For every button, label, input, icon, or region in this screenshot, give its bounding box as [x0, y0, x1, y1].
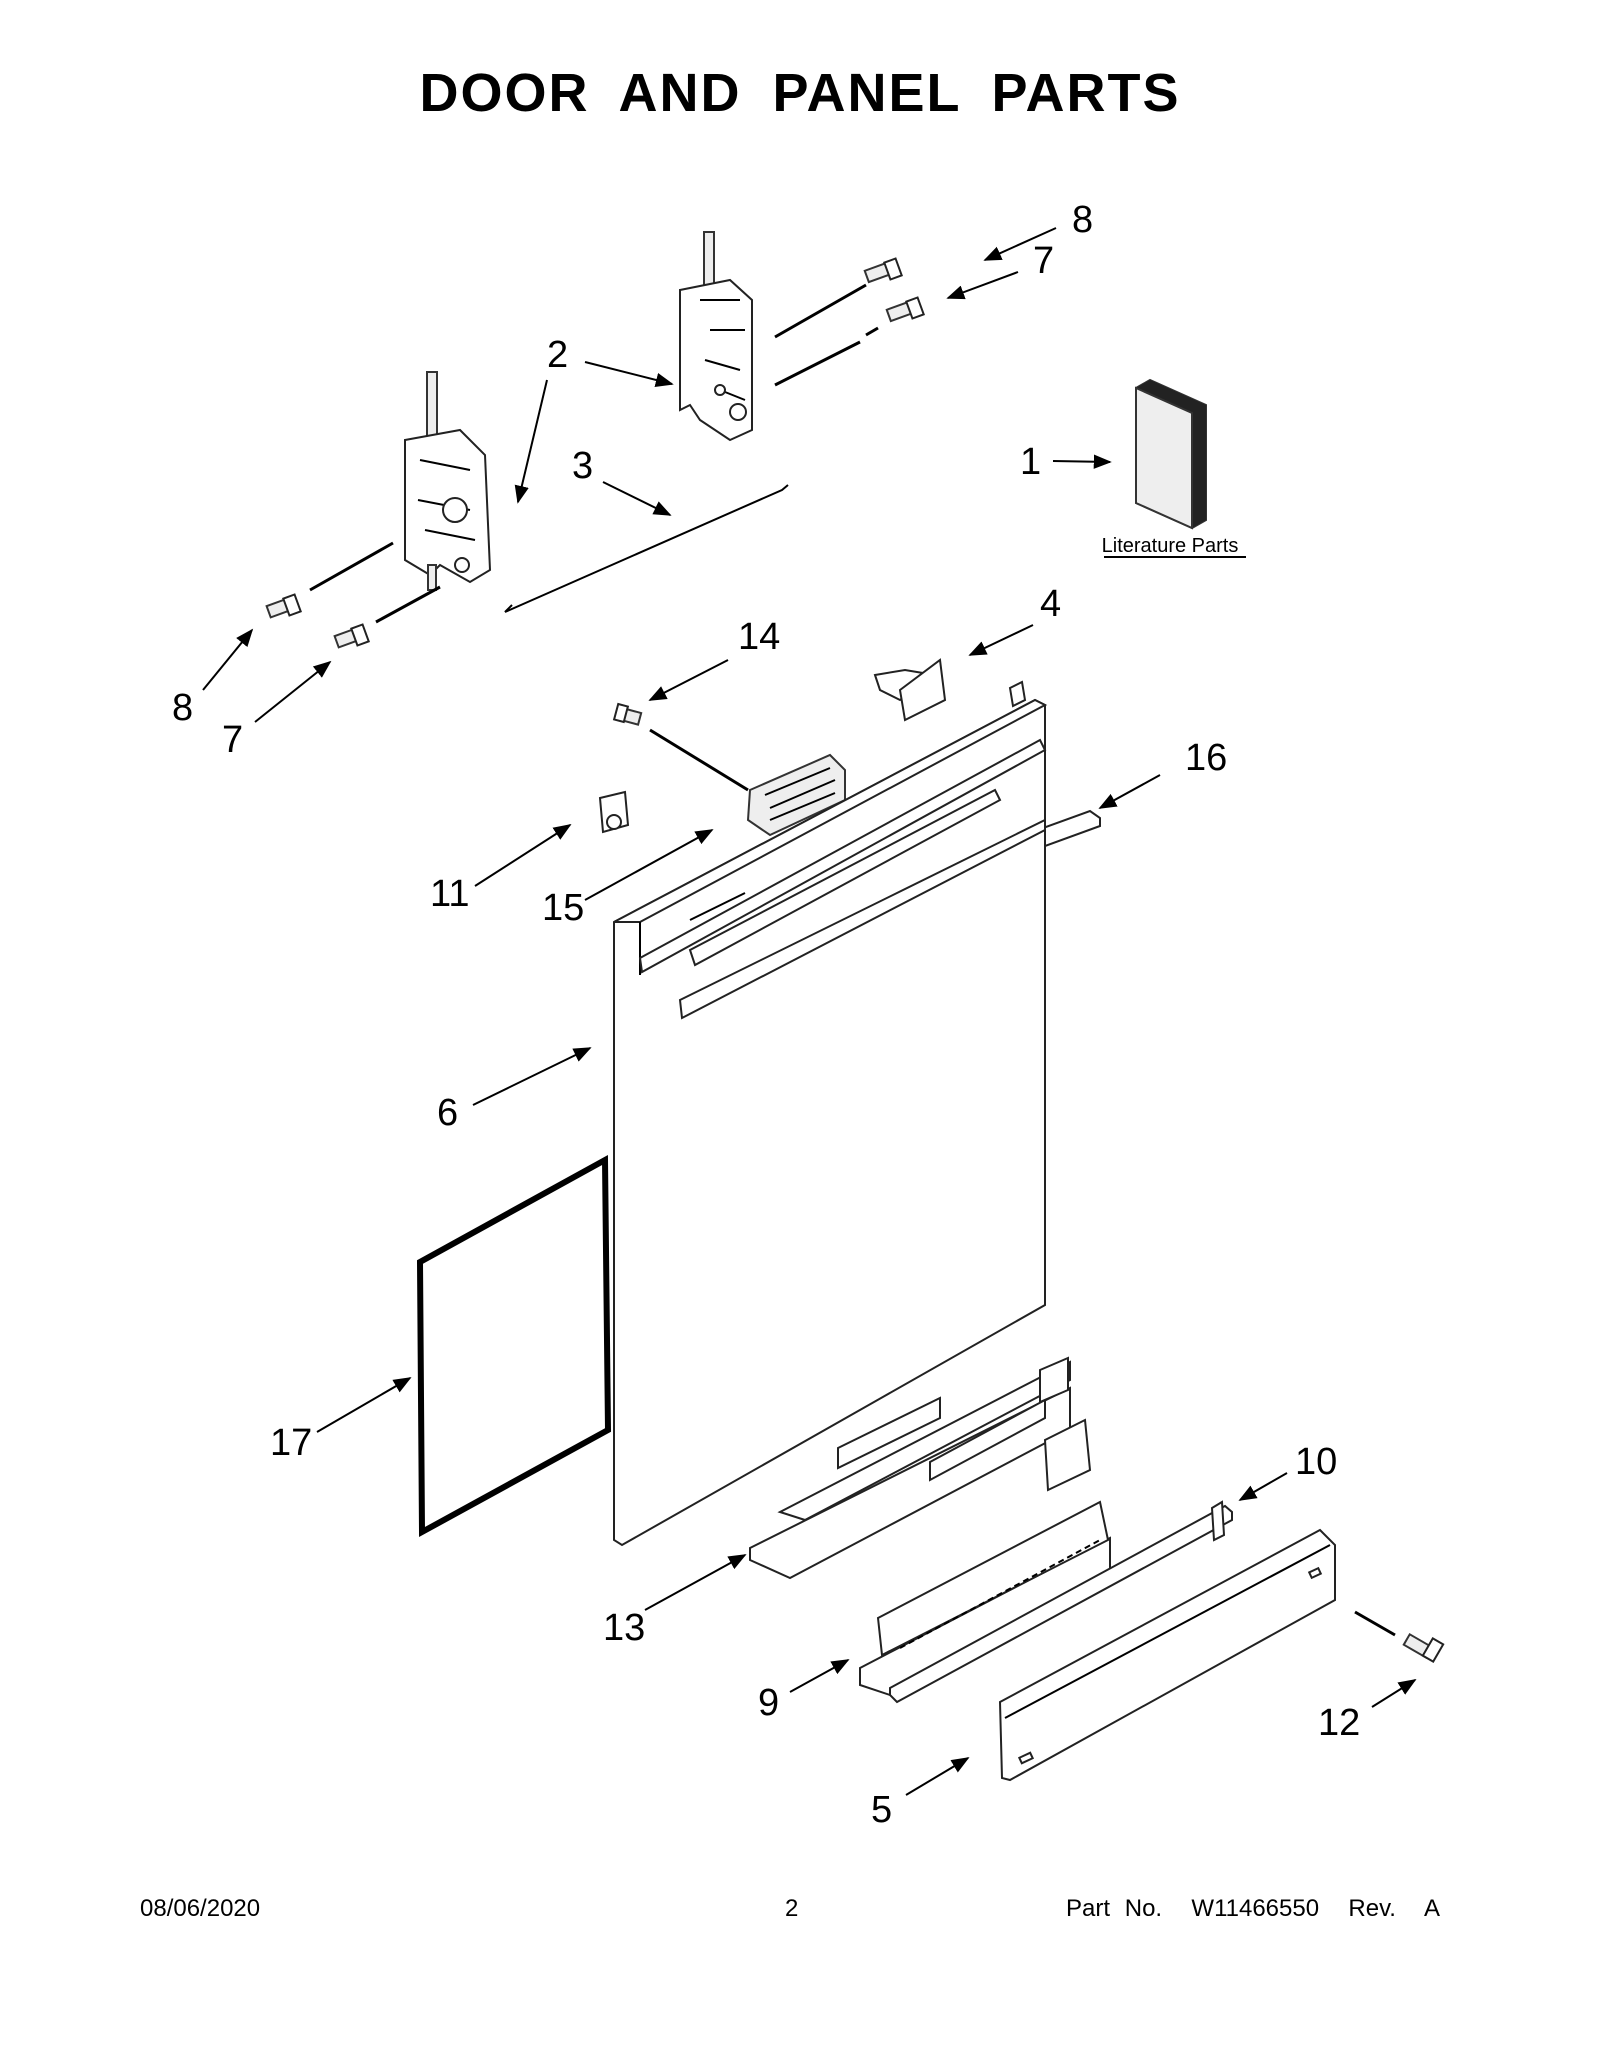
toe-kick-bracket [998, 1528, 1336, 1782]
callout-9: 9 [758, 1682, 779, 1724]
callout-7-top: 7 [1033, 240, 1054, 282]
door-rod [504, 484, 789, 613]
hinge-left [404, 371, 492, 591]
footer-page-number: 2 [785, 1895, 799, 1922]
callout-1: 1 [1020, 441, 1041, 483]
insulation-block-lower [859, 1418, 1111, 1697]
callout-5: 5 [871, 1789, 892, 1831]
callout-13: 13 [603, 1607, 645, 1649]
callout-2: 2 [547, 334, 568, 376]
callout-14: 14 [738, 616, 780, 658]
callout-16: 16 [1185, 737, 1227, 779]
leader-arrows [202, 227, 1417, 1796]
callout-17: 17 [270, 1422, 312, 1464]
callout-8-top: 8 [1072, 199, 1093, 241]
door-switch [598, 790, 630, 834]
callout-15: 15 [542, 887, 584, 929]
inner-panel-gasket [416, 1154, 612, 1538]
callout-3: 3 [572, 445, 593, 487]
screw-8-left [265, 593, 302, 619]
assembly-lines [309, 283, 1396, 1637]
callout-10: 10 [1295, 1441, 1337, 1483]
screw-14 [612, 702, 643, 726]
footer-date: 08/06/2020 [140, 1895, 261, 1922]
latch-bracket [873, 658, 947, 722]
literature-label: Literature Parts [1102, 535, 1239, 557]
insulation-block-upper [749, 1356, 1071, 1580]
callout-11: 11 [430, 873, 469, 915]
outer-door-panel [613, 680, 1048, 1547]
callout-12: 12 [1318, 1702, 1360, 1744]
bottom-strip [889, 1504, 1233, 1704]
screw-8-top [863, 257, 903, 284]
literature-book [1135, 378, 1207, 530]
screw-12 [1402, 1632, 1445, 1664]
page-title: DOOR AND PANEL PARTS [419, 63, 1181, 123]
callout-7-left: 7 [222, 719, 243, 761]
hinge-right [679, 231, 753, 442]
callout-6: 6 [437, 1092, 458, 1134]
screw-7-left [333, 623, 370, 649]
callout-8-left: 8 [172, 687, 193, 729]
footer-part-number: Part No. W11466550 Rev. A [1066, 1895, 1440, 1922]
screw-7-top [885, 296, 925, 323]
callout-4: 4 [1040, 583, 1061, 625]
